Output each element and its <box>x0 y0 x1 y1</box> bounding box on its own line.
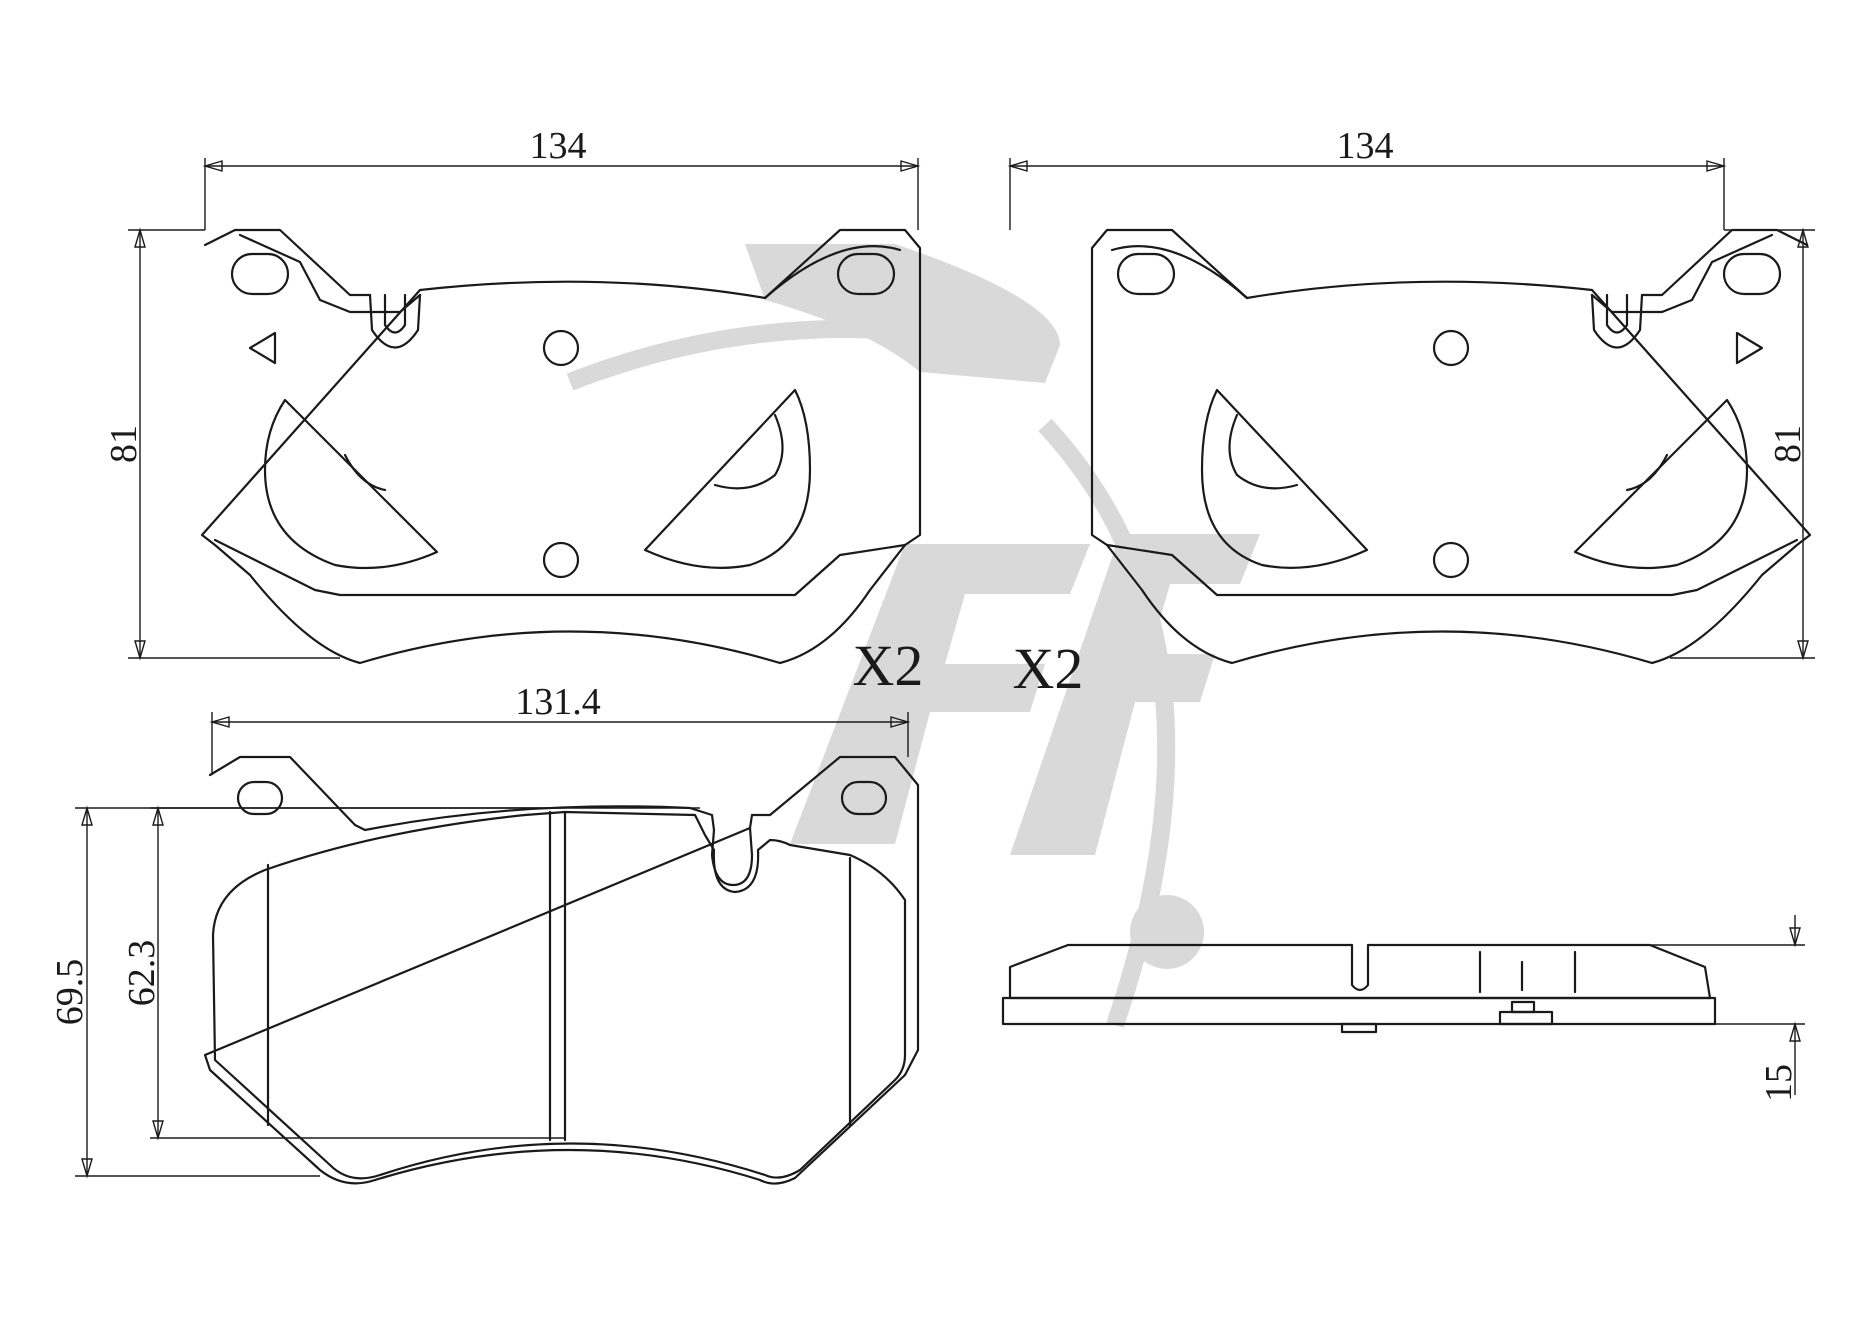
top-left-dimensions: 134 81 <box>103 125 921 661</box>
friction-layer <box>1008 943 1712 1000</box>
mounting-hole-left <box>236 780 284 816</box>
direction-arrow-icon <box>248 331 277 365</box>
top-right-dimensions: 134 81 <box>1007 125 1815 661</box>
mounting-hole-left <box>230 252 290 296</box>
dim-width-top-right: 134 <box>1337 125 1394 167</box>
bottom-left-pad <box>203 755 920 1185</box>
quantity-label-left: X2 <box>853 633 924 698</box>
upper-contour <box>238 233 422 314</box>
dim-outer-height: 69.5 <box>49 959 91 1026</box>
dim-height-top-right: 81 <box>1767 425 1809 463</box>
watermark-logo <box>566 244 1260 1028</box>
backing-plate <box>200 228 922 665</box>
top-left-pad <box>200 228 922 665</box>
mounting-hole-right <box>836 252 896 296</box>
backing-plate <box>203 755 920 1185</box>
wear-clip <box>368 293 422 349</box>
friction-material <box>211 810 907 1180</box>
dim-width-top-left: 134 <box>530 125 587 167</box>
bottom-left-dimensions: 131.4 69.5 62.3 <box>49 681 911 1179</box>
chamfer-right <box>643 388 812 569</box>
dim-width-bottom: 131.4 <box>515 681 601 723</box>
clip-tab <box>1498 1010 1554 1026</box>
friction-material <box>213 538 907 597</box>
dim-height-top-left: 81 <box>103 425 145 463</box>
dim-inner-height: 62.3 <box>121 940 163 1007</box>
shim-tab <box>1340 1022 1378 1034</box>
dim-thickness: 15 <box>1758 1064 1800 1102</box>
quantity-label-right: X2 <box>1013 636 1084 701</box>
pin-hole-lower <box>542 541 580 579</box>
mounting-hole-right <box>840 780 888 816</box>
side-view-pad <box>1001 943 1717 1034</box>
top-right-pad <box>1090 228 1812 665</box>
side-view-dimension: 15 <box>1650 915 1805 1102</box>
chamfer-left <box>263 398 439 570</box>
pin-hole-upper <box>542 329 580 367</box>
